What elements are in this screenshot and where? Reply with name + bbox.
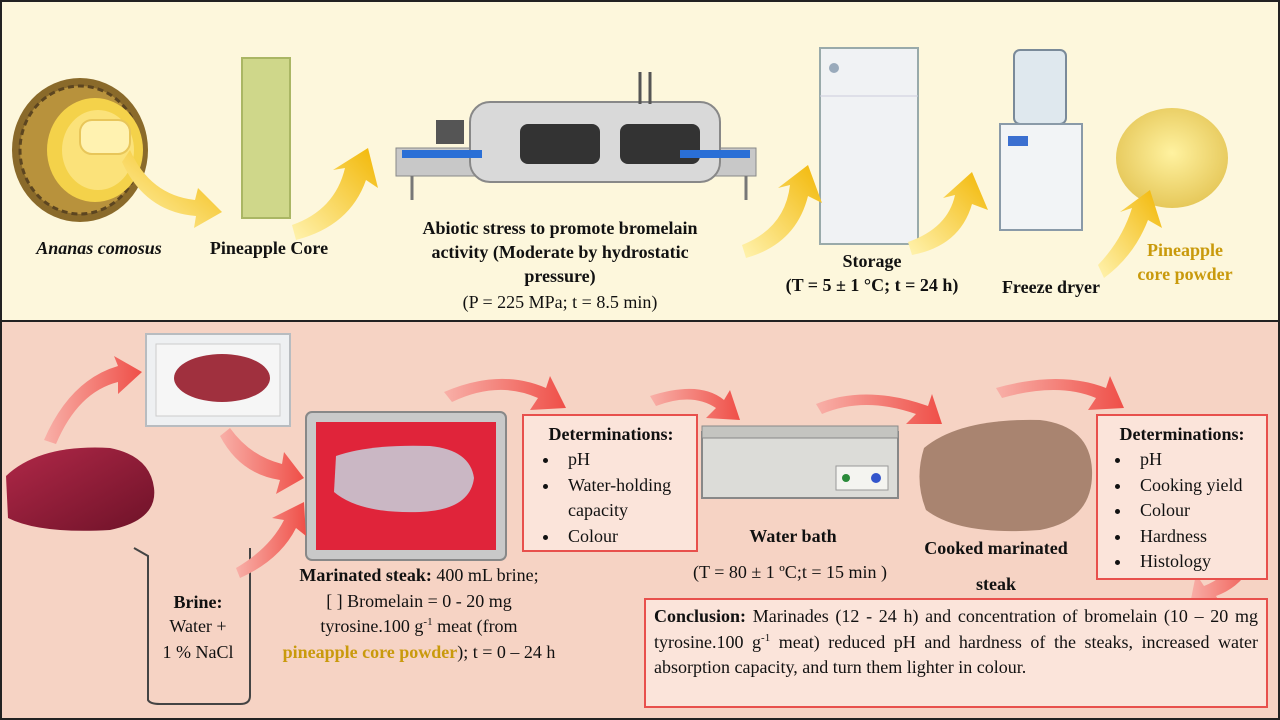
hpp-params: (P = 225 MPa; t = 8.5 min) <box>462 292 658 312</box>
raw-meat-tray-image <box>145 333 291 427</box>
storage-params: (T = 5 ± 1 °C; t = 24 h) <box>785 275 959 295</box>
conclusion-text-a: Marinades (12 - 24 h) and concentration … <box>654 606 1258 652</box>
determinations-box-2: Determinations: pH Cooking yield Colour … <box>1096 414 1268 580</box>
marinating-tray-image <box>305 411 507 561</box>
gold-arrows <box>122 148 1162 278</box>
det2-item: Cooking yield <box>1132 473 1258 499</box>
conclusion-sup: -1 <box>761 631 771 644</box>
water-bath-params: (T = 80 ± 1 ºC;t = 15 min ) <box>693 562 887 582</box>
pineapple-core-label: Pineapple Core <box>209 238 329 258</box>
hpp-machine-image <box>395 72 757 200</box>
det1-title: Determinations: <box>548 424 674 444</box>
pineapple-image <box>12 78 148 222</box>
ananas-label: Ananas comosus <box>36 238 162 258</box>
powder-label-line1: Pineapple <box>1146 240 1223 260</box>
cooked-steak-image <box>919 419 1093 532</box>
conclusion-label: Conclusion: <box>654 606 747 626</box>
det2-item: Histology <box>1132 549 1258 575</box>
det2-item: pH <box>1132 447 1258 473</box>
hpp-title-line3: pressure) <box>524 266 596 286</box>
det1-item: Colour <box>560 524 688 550</box>
determinations-box-1: Determinations: pH Water-holdingcapacity… <box>522 414 698 552</box>
beaker-image <box>133 547 251 705</box>
marinated-steak-text: Marinated steak: 400 mL brine; [ ] Brome… <box>256 563 582 665</box>
det1-item: pH <box>560 447 688 473</box>
det2-item: Colour <box>1132 498 1258 524</box>
marinated-sup: -1 <box>423 616 433 628</box>
storage-title: Storage <box>842 251 902 271</box>
brine-line2: 1 % NaCl <box>162 642 234 662</box>
conclusion-box: Conclusion: Marinades (12 - 24 h) and co… <box>644 598 1268 708</box>
brine-line1: Water + <box>169 616 227 636</box>
freeze-dryer-label: Freeze dryer <box>1001 277 1101 297</box>
marinated-line3a: tyrosine.100 g <box>320 616 424 636</box>
water-bath-image <box>701 425 899 499</box>
marinated-highlight: pineapple core powder <box>282 641 458 662</box>
marinated-line2: [ ] Bromelain = 0 - 20 mg <box>326 590 512 611</box>
powder-label-line2: core powder <box>1137 264 1233 284</box>
cooked-steak-line1: Cooked marinated <box>924 538 1068 558</box>
raw-meat-image <box>6 447 155 531</box>
det2-title: Determinations: <box>1119 424 1245 444</box>
cooked-steak-line2: steak <box>976 574 1016 594</box>
storage-fridge-image <box>819 47 919 245</box>
conclusion-text-b: meat) reduced pH and hardness of the ste… <box>654 631 1258 678</box>
marinated-title: Marinated steak: <box>299 565 432 585</box>
marinated-line3b: meat (from <box>432 616 518 636</box>
hpp-title-line2: activity (Moderate by hydrostatic <box>431 242 689 262</box>
det2-item: Hardness <box>1132 524 1258 550</box>
marinated-line4b: ); t = 0 – 24 h <box>457 641 556 662</box>
marinated-part1: 400 mL brine; <box>431 565 539 585</box>
pineapple-core-image <box>241 57 291 219</box>
brine-title: Brine: <box>173 592 223 612</box>
hpp-title-line1: Abiotic stress to promote bromelain <box>422 218 698 238</box>
red-arrows <box>44 356 1262 606</box>
pineapple-powder-image <box>1116 108 1228 208</box>
water-bath-title: Water bath <box>749 526 837 546</box>
freeze-dryer-image <box>999 49 1083 231</box>
